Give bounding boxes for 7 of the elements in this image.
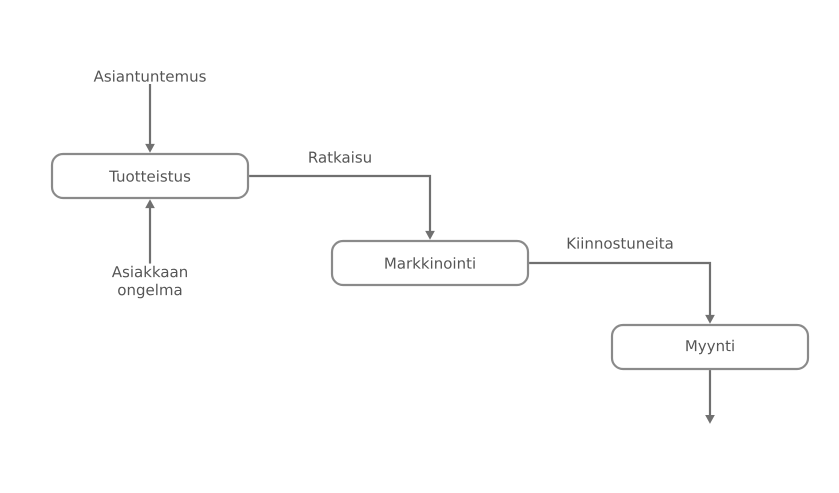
edge-label: Kiinnostuneita xyxy=(565,236,675,250)
process-box: Myynti xyxy=(610,324,810,370)
process-box: Tuotteistus xyxy=(50,152,250,200)
node-label: Asiakkaan ongelma xyxy=(112,266,187,298)
process-box: Markkinointi xyxy=(330,240,530,286)
node-label: Asiantuntemus xyxy=(94,70,206,82)
edge-label: Ratkaisu xyxy=(306,150,374,164)
